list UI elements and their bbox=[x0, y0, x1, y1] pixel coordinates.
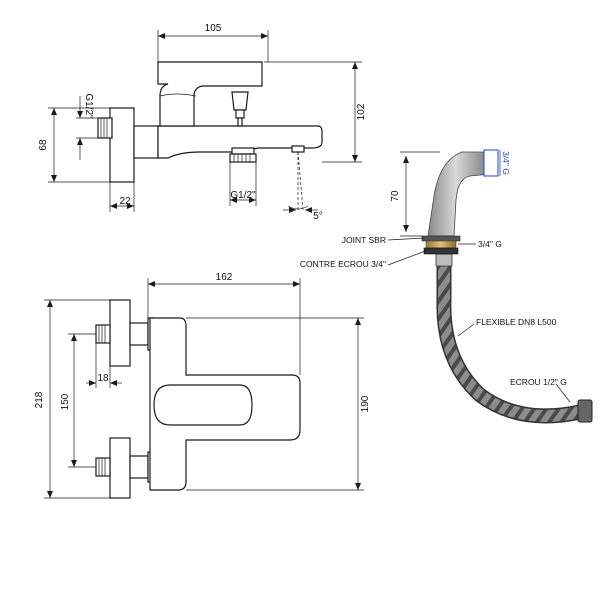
lever-handle bbox=[157, 61, 263, 127]
dimension-150-label: 150 bbox=[60, 393, 71, 410]
spout-body bbox=[427, 151, 491, 237]
dimension-190-label: 190 bbox=[360, 395, 371, 412]
spout-aerator bbox=[291, 145, 305, 153]
spout-and-hose-detail: 3/4" G 70 JOINT SBR CONTRE ECROU 3/4" 3/… bbox=[300, 149, 593, 424]
lever-front bbox=[153, 384, 253, 426]
upper-wall-flange bbox=[109, 299, 131, 367]
shower-outlet-connector bbox=[231, 147, 255, 155]
dimension-218-label: 218 bbox=[34, 391, 45, 408]
wall-flange-block bbox=[109, 107, 135, 183]
upper-inlet-thread bbox=[95, 324, 111, 344]
dimension-102-label: 102 bbox=[356, 103, 367, 120]
sbr-washer bbox=[421, 235, 461, 242]
hose-end-nut bbox=[577, 399, 593, 423]
dimension-68-label: 68 bbox=[38, 139, 49, 151]
inlet-thread-label: G1/2" bbox=[83, 93, 94, 119]
spout-outlet-face bbox=[483, 149, 499, 177]
lower-wall-flange bbox=[109, 437, 131, 499]
dimension-105-label: 105 bbox=[205, 23, 222, 34]
flexible-hose-label: FLEXIBLE DN8 L500 bbox=[476, 317, 557, 327]
outlet-thread-label: G1/2" bbox=[230, 190, 256, 201]
flexible-hose bbox=[437, 262, 582, 422]
contre-ecrou-label: CONTRE ECROU 3/4" bbox=[300, 259, 386, 269]
outlet-thread-dimension: 3/4" G bbox=[501, 151, 511, 175]
flexible-hose-outline bbox=[436, 262, 582, 424]
thread-3-4-label: 3/4" G bbox=[478, 239, 502, 249]
diverter-knob bbox=[231, 91, 249, 111]
dimension-18-label: 18 bbox=[97, 373, 109, 384]
joint-sbr-label: JOINT SBR bbox=[342, 235, 386, 245]
mixer-main-body bbox=[157, 125, 323, 159]
dimension-162-label: 162 bbox=[216, 272, 233, 283]
front-elevation-view: 162 190 218 150 18 bbox=[34, 272, 371, 499]
lower-inlet-thread bbox=[95, 457, 111, 477]
mixer-body bbox=[133, 125, 159, 159]
side-elevation-view: 105 102 G1/2" 68 22 G1/2" 5° bbox=[38, 23, 367, 222]
tilt-angle-label: 5° bbox=[313, 211, 323, 222]
brass-lock-nut bbox=[425, 240, 457, 249]
ecrou-label: ECROU 1/2" G bbox=[510, 377, 567, 387]
dimension-70-label: 70 bbox=[390, 190, 401, 202]
dimension-22-label: 22 bbox=[119, 196, 131, 207]
threaded-inlet bbox=[97, 117, 113, 139]
